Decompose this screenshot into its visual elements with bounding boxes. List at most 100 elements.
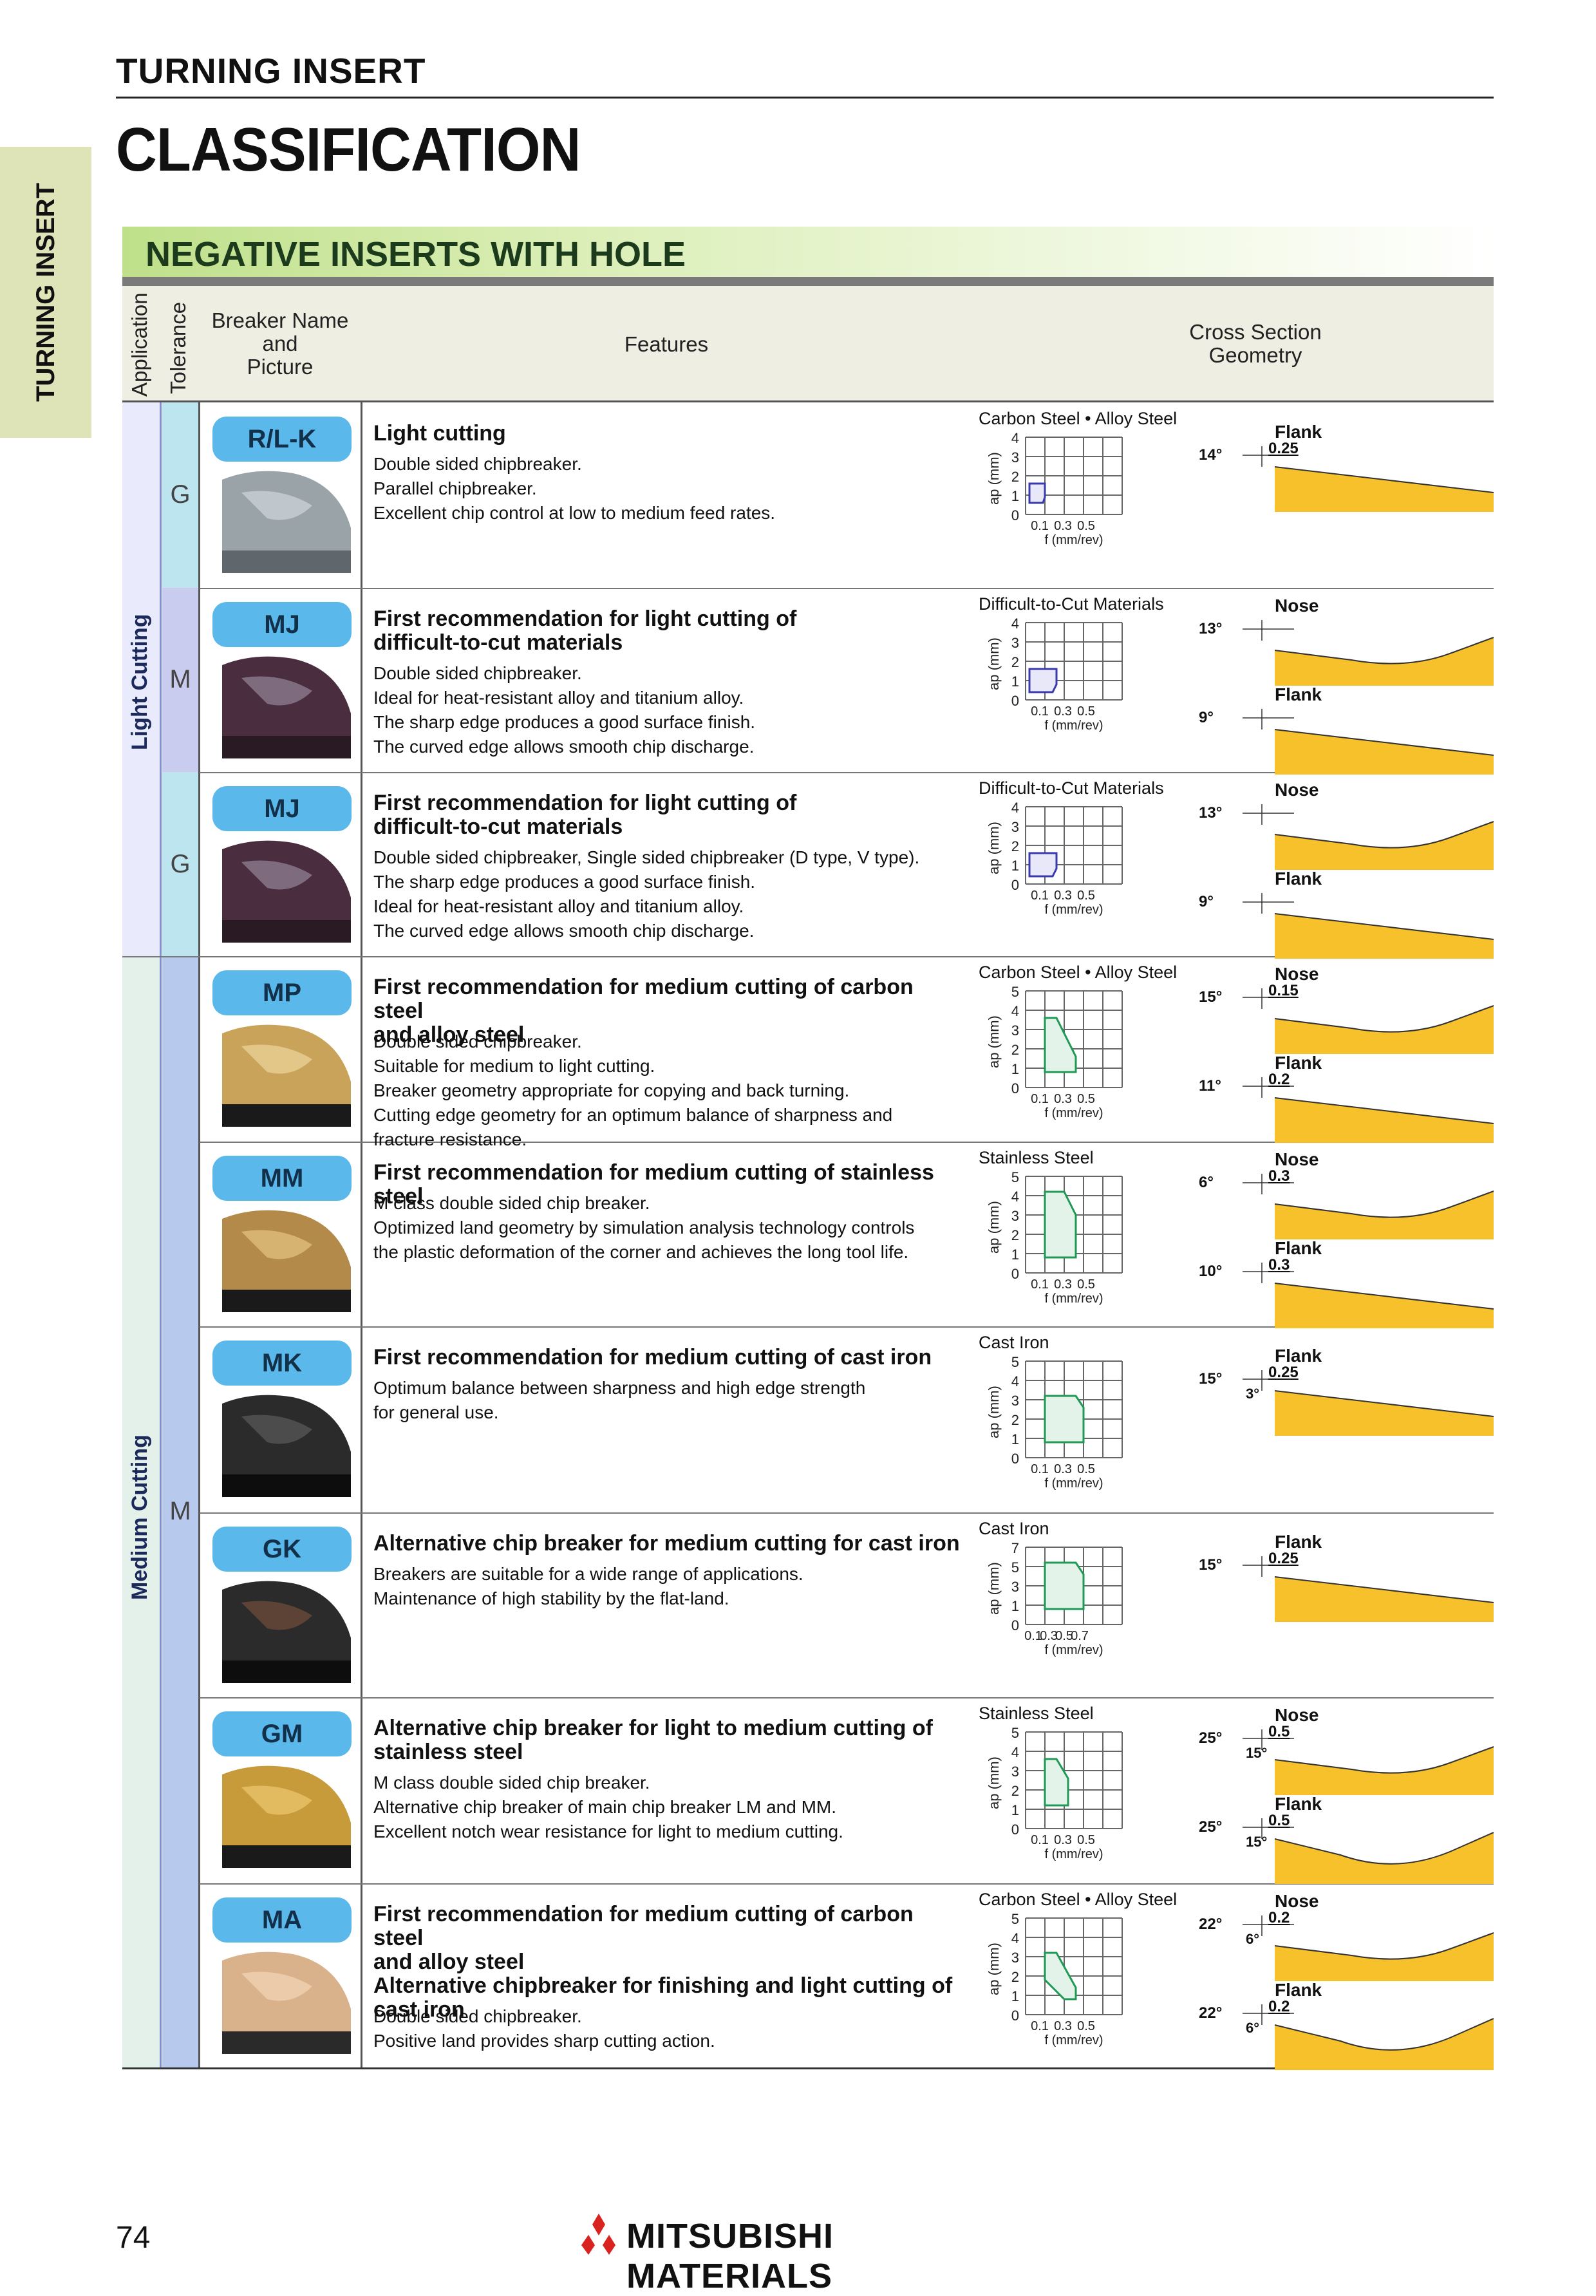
profile-fill [1275, 1283, 1494, 1328]
y-tick-label: 0 [1011, 1451, 1019, 1467]
rake-angle: 22° [1199, 1915, 1223, 1933]
y-tick-label: 4 [1011, 1003, 1019, 1019]
brand-name: MITSUBISHI MATERIALS [626, 2217, 834, 2295]
header-features: Features [624, 332, 709, 356]
breaker-name-badge: MA [212, 1897, 352, 1943]
feature-title: First recommendation for light cutting o… [373, 607, 966, 655]
chart-material-title: Stainless Steel [979, 1704, 1094, 1723]
breaker-name-badge: MP [212, 970, 352, 1015]
cross-section-profile [1243, 709, 1494, 775]
cross-section-profile [1243, 1174, 1494, 1239]
land-width: 0.5 [1268, 1812, 1290, 1829]
profile-fill [1275, 1577, 1494, 1622]
y-axis-label: ap (mm) [986, 452, 1002, 505]
breaker-name-badge: MM [212, 1156, 352, 1201]
land-width: 0.3 [1268, 1256, 1290, 1274]
application-range-region [1044, 1758, 1069, 1807]
y-tick-label: 4 [1011, 1744, 1019, 1760]
tolerance-value: M [169, 665, 191, 693]
rake-angle: 14° [1199, 446, 1223, 464]
y-tick-label: 0 [1011, 1617, 1019, 1633]
feature-title-line: First recommendation for medium cutting … [373, 975, 914, 1023]
cross-section-label: Nose [1275, 780, 1319, 800]
application-band-medium [122, 956, 161, 2069]
insert-picture [222, 1765, 351, 1868]
y-tick-label: 2 [1011, 1412, 1019, 1428]
rake-angle: 9° [1199, 893, 1214, 910]
feature-title: Alternative chip breaker for light to me… [373, 1717, 966, 1764]
rake-angle: 15° [1199, 1370, 1223, 1388]
y-tick-label: 0 [1011, 507, 1019, 523]
feature-description: Double sided chipbreaker.Ideal for heat-… [373, 661, 966, 759]
rake-angle: 15° [1199, 1556, 1223, 1574]
y-tick-label: 3 [1011, 1393, 1019, 1409]
subsection-bar [122, 277, 1494, 286]
tolerance-value: G [170, 850, 191, 878]
x-axis-label: f (mm/rev) [1044, 719, 1103, 733]
chart-material-title: Carbon Steel • Alloy Steel [979, 1890, 1178, 1909]
feature-title: First recommendation for light cutting o… [373, 791, 966, 839]
application-range-region [1044, 1952, 1077, 2000]
y-axis-label: ap (mm) [986, 637, 1002, 690]
breaker-name-badge: MJ [212, 602, 352, 647]
x-tick-label: 0.1 [1024, 1629, 1042, 1643]
x-tick-label: 0.7 [1071, 1629, 1089, 1643]
profile-edge [1274, 1005, 1494, 1033]
land-width: 0.3 [1268, 1167, 1290, 1185]
y-tick-label: 4 [1011, 1373, 1019, 1389]
tolerance-value: M [169, 1497, 191, 1525]
profile-edge [1274, 637, 1494, 664]
y-tick-label: 2 [1011, 838, 1019, 854]
x-tick-label: 0.3 [1040, 1629, 1058, 1643]
profile-edge [1274, 466, 1494, 493]
feature-description-line: Maintenance of high stability by the fla… [373, 1588, 729, 1608]
row-divider [200, 1512, 1494, 1514]
y-tick-label: 3 [1011, 635, 1019, 651]
feature-description-line: M class double sided chip breaker. [373, 1773, 650, 1793]
feature-description-line: Double sided chipbreaker. [373, 663, 582, 683]
y-tick-label: 0 [1011, 877, 1019, 893]
cross-section-profile [1243, 1370, 1494, 1436]
x-tick-label: 0.5 [1077, 1462, 1095, 1476]
y-axis-label: ap (mm) [986, 1201, 1002, 1254]
cross-section-label: Flank [1275, 1794, 1322, 1814]
insert-picture [222, 471, 351, 573]
rake-angle: 13° [1199, 620, 1223, 637]
row-divider [200, 1326, 1494, 1328]
y-tick-label: 1 [1011, 1061, 1019, 1077]
rake-angle: 10° [1199, 1263, 1223, 1280]
y-tick-label: 1 [1011, 1988, 1019, 2004]
application-range-region [1028, 668, 1058, 693]
row-divider [200, 1883, 1494, 1885]
profile-fill [1275, 1191, 1494, 1239]
cross-section-label: Flank [1275, 684, 1322, 704]
feature-title-line: difficult-to-cut materials [373, 814, 623, 839]
x-tick-label: 0.1 [1031, 1277, 1049, 1292]
y-tick-label: 3 [1011, 1764, 1019, 1780]
y-tick-label: 1 [1011, 1598, 1019, 1614]
table-bottom-rule [122, 2067, 1494, 2069]
feature-description-line: Optimized land geometry by simulation an… [373, 1218, 915, 1237]
x-tick-label: 0.1 [1031, 1833, 1049, 1847]
land-width: 0.2 [1268, 1998, 1290, 2015]
feature-title-line: Alternative chipbreaker for finishing an… [373, 1973, 953, 1998]
y-axis-label: ap (mm) [986, 1562, 1002, 1615]
profile-edge [1274, 913, 1494, 940]
x-axis-label: f (mm/rev) [1044, 2033, 1103, 2047]
tolerance-border [198, 402, 200, 2069]
feature-title-line: stainless steel [373, 1740, 523, 1764]
breaker-name-badge: GK [212, 1527, 352, 1572]
row-divider [200, 1142, 1494, 1143]
row-divider [200, 772, 1494, 773]
y-tick-label: 1 [1011, 673, 1019, 690]
feature-description-line: Breaker geometry appropriate for copying… [373, 1080, 850, 1100]
y-tick-label: 0 [1011, 2008, 1019, 2024]
chart-material-title: Difficult-to-Cut Materials [979, 594, 1164, 614]
profile-edge [1274, 1097, 1494, 1124]
land-angle: 6° [1246, 2020, 1260, 2036]
feature-description: M class double sided chip breaker.Altern… [373, 1771, 966, 1844]
side-tab: TURNING INSERT [0, 147, 91, 438]
